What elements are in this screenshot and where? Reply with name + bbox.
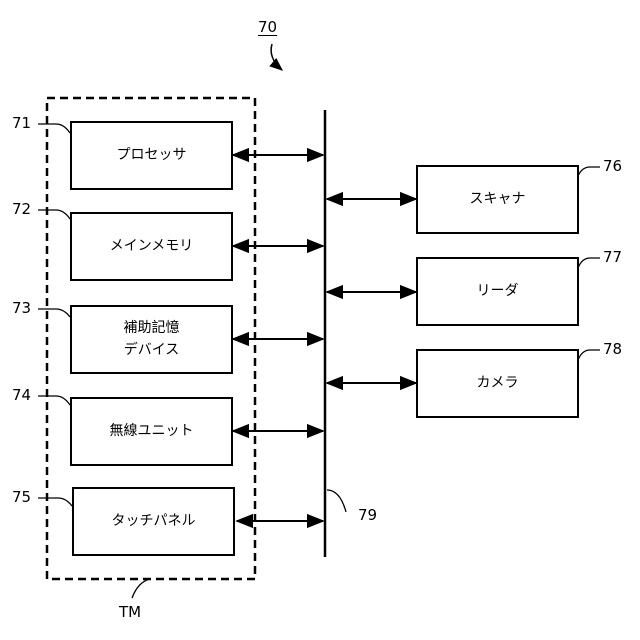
processor-label: プロセッサ <box>117 145 187 167</box>
scanner-label: スキャナ <box>470 189 526 211</box>
ref-78: 78 <box>603 342 622 357</box>
aux-storage-label-line1: 補助記憶 <box>124 318 180 340</box>
main-memory-block: メインメモリ <box>70 212 233 281</box>
camera-block: カメラ <box>416 349 579 418</box>
leader-78 <box>578 350 600 360</box>
scanner-block: スキャナ <box>416 165 579 234</box>
leader-71 <box>38 124 70 133</box>
reader-label: リーダ <box>477 281 519 303</box>
leader-tm <box>132 579 150 598</box>
ref-72: 72 <box>12 202 31 217</box>
group-ref-tm: TM <box>119 605 141 620</box>
leader-77 <box>578 258 600 268</box>
figure-ref-70: 70 <box>258 20 277 35</box>
leader-72 <box>38 210 70 219</box>
ref-74: 74 <box>12 388 31 403</box>
ref-77: 77 <box>603 250 622 265</box>
wireless-unit-label: 無線ユニット <box>110 421 194 443</box>
ref-76: 76 <box>603 159 622 174</box>
leader-79 <box>327 490 346 512</box>
ref-75: 75 <box>12 490 31 505</box>
figure-pointer-arrow <box>271 44 282 70</box>
main-memory-label: メインメモリ <box>110 236 194 258</box>
aux-storage-label-line2: デバイス <box>124 340 180 362</box>
touch-panel-block: タッチパネル <box>72 487 235 556</box>
leader-75 <box>38 498 72 506</box>
ref-73: 73 <box>12 301 31 316</box>
leader-76 <box>578 167 600 176</box>
aux-storage-block: 補助記憶 デバイス <box>70 305 233 374</box>
bus-ref-79: 79 <box>358 508 377 523</box>
camera-label: カメラ <box>477 373 519 395</box>
wireless-unit-block: 無線ユニット <box>70 397 233 466</box>
leader-73 <box>38 309 70 317</box>
touch-panel-label: タッチパネル <box>112 511 196 533</box>
processor-block: プロセッサ <box>70 121 233 190</box>
leader-74 <box>38 396 70 405</box>
ref-71: 71 <box>12 116 31 131</box>
reader-block: リーダ <box>416 257 579 326</box>
